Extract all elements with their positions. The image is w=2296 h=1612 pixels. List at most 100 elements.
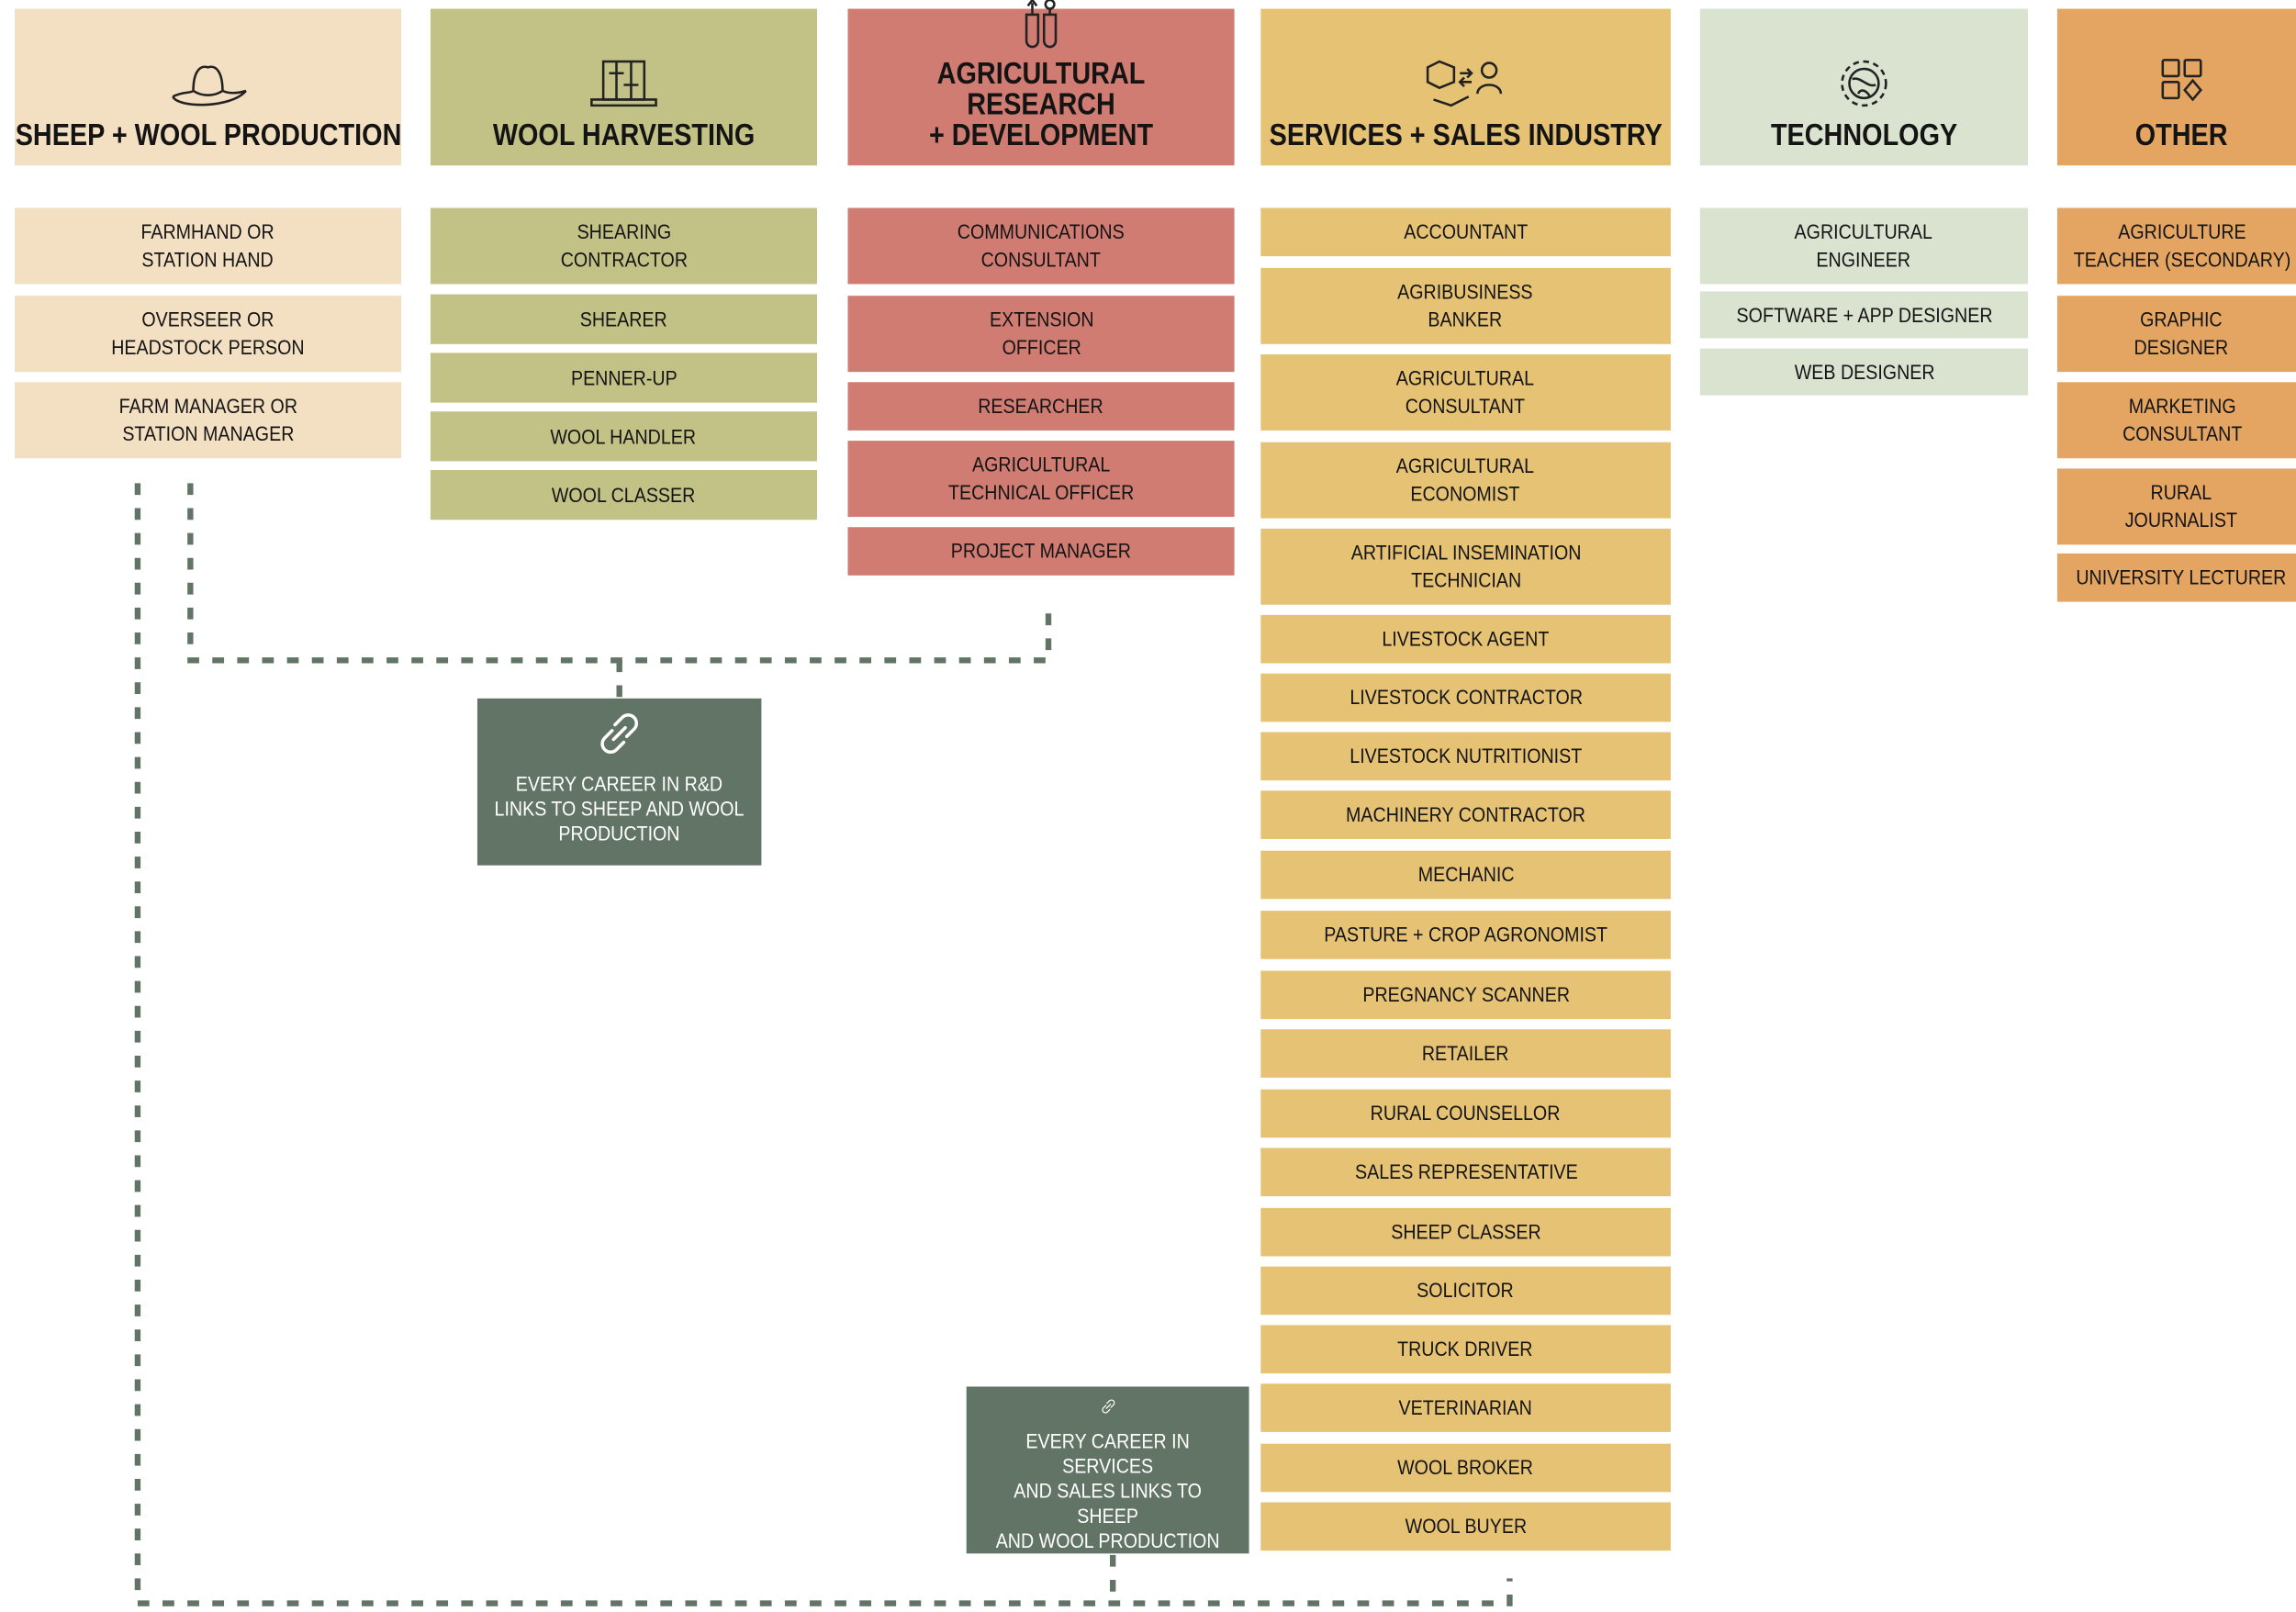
career-label: AGRICULTURAL CONSULTANT <box>1396 365 1535 418</box>
career-item: AGRICULTURAL ECONOMIST <box>1260 442 1671 519</box>
wool-bale-icon <box>580 56 668 112</box>
career-item: WEB DESIGNER <box>1699 348 2029 396</box>
career-item: LIVESTOCK CONTRACTOR <box>1260 673 1671 722</box>
career-item: SHEARER <box>430 294 818 344</box>
career-label: EXTENSION OFFICER <box>989 307 1093 359</box>
career-item: PROJECT MANAGER <box>847 527 1235 576</box>
career-item: GRAPHIC DESIGNER <box>2056 296 2296 373</box>
career-item: RURAL COUNSELLOR <box>1260 1089 1671 1138</box>
career-item: MACHINERY CONTRACTOR <box>1260 790 1671 839</box>
career-item: OVERSEER OR HEADSTOCK PERSON <box>14 296 402 373</box>
career-label: FARM MANAGER OR STATION MANAGER <box>118 394 297 445</box>
career-label: AGRIBUSINESS BANKER <box>1397 279 1534 331</box>
career-item: AGRICULTURAL TECHNICAL OFFICER <box>847 441 1235 518</box>
career-item: UNIVERSITY LECTURER <box>2056 553 2296 602</box>
career-item: RESEARCHER <box>847 382 1235 431</box>
career-item: VETERINARIAN <box>1260 1383 1671 1432</box>
career-label: FARMHAND OR STATION HAND <box>140 219 275 272</box>
career-label: WOOL BROKER <box>1397 1455 1534 1479</box>
career-label: PREGNANCY SCANNER <box>1361 982 1570 1006</box>
career-item: ACCOUNTANT <box>1260 207 1671 257</box>
shapes-grid-icon <box>2138 56 2226 112</box>
career-label: SHEARER <box>579 307 667 330</box>
callout-text: EVERY CAREER IN SERVICES AND SALES LINKS… <box>995 1428 1220 1552</box>
career-item: MARKETING CONSULTANT <box>2056 382 2296 459</box>
career-label: AGRICULTURAL TECHNICAL OFFICER <box>947 452 1135 504</box>
career-label: WOOL CLASSER <box>552 482 696 507</box>
career-label: MECHANIC <box>1417 862 1514 886</box>
gear-globe-icon <box>1820 56 1909 112</box>
header-title: SHEEP + WOOL PRODUCTION <box>15 118 401 152</box>
callout-text: EVERY CAREER IN R&D LINKS TO SHEEP AND W… <box>494 771 745 845</box>
cowboy-hat-icon <box>164 56 252 112</box>
career-label: OVERSEER OR HEADSTOCK PERSON <box>111 307 305 359</box>
career-label: PASTURE + CROP AGRONOMIST <box>1324 922 1608 946</box>
header-agricultural-research: AGRICULTURAL RESEARCH + DEVELOPMENT <box>847 0 1235 166</box>
header-title: OTHER <box>2135 118 2228 152</box>
career-item: TRUCK DRIVER <box>1260 1325 1671 1374</box>
career-label: VETERINARIAN <box>1398 1395 1533 1419</box>
career-label: ACCOUNTANT <box>1404 219 1529 243</box>
callout-services-link: EVERY CAREER IN SERVICES AND SALES LINKS… <box>966 1386 1249 1554</box>
career-label: SHEARING CONTRACTOR <box>560 219 688 272</box>
header-wool-harvesting: WOOL HARVESTING <box>430 8 818 166</box>
career-item: COMMUNICATIONS CONSULTANT <box>847 207 1235 285</box>
career-item: EXTENSION OFFICER <box>847 296 1235 373</box>
career-label: AGRICULTURE TEACHER (SECONDARY) <box>2073 219 2290 272</box>
career-label: RURAL COUNSELLOR <box>1371 1101 1561 1125</box>
career-item: PENNER-UP <box>430 353 818 403</box>
career-label: RESEARCHER <box>978 394 1104 418</box>
career-item: WOOL CLASSER <box>430 469 818 521</box>
career-label: AGRICULTURAL ECONOMIST <box>1396 453 1535 506</box>
career-label: LIVESTOCK AGENT <box>1382 626 1550 651</box>
career-label: MACHINERY CONTRACTOR <box>1346 802 1586 826</box>
callout-rd-link: EVERY CAREER IN R&D LINKS TO SHEEP AND W… <box>476 698 762 866</box>
career-item: SALES REPRESENTATIVE <box>1260 1147 1671 1197</box>
career-item: SHEARING CONTRACTOR <box>430 207 818 285</box>
career-label: RURAL JOURNALIST <box>2125 480 2238 532</box>
career-label: TRUCK DRIVER <box>1397 1337 1534 1360</box>
career-label: SHEEP CLASSER <box>1390 1219 1541 1244</box>
career-item: AGRICULTURE TEACHER (SECONDARY) <box>2056 207 2296 285</box>
header-services-sales: SERVICES + SALES INDUSTRY <box>1260 8 1671 166</box>
career-item: FARMHAND OR STATION HAND <box>14 207 402 285</box>
career-label: RETAILER <box>1422 1041 1509 1065</box>
career-item: LIVESTOCK AGENT <box>1260 614 1671 664</box>
career-item: SOFTWARE + APP DESIGNER <box>1699 291 2029 339</box>
career-item: AGRIBUSINESS BANKER <box>1260 267 1671 344</box>
career-label: COMMUNICATIONS CONSULTANT <box>958 219 1126 272</box>
header-title: AGRICULTURAL RESEARCH + DEVELOPMENT <box>928 57 1154 152</box>
career-item: FARM MANAGER OR STATION MANAGER <box>14 382 402 459</box>
career-item: MECHANIC <box>1260 850 1671 900</box>
link-icon <box>600 713 639 755</box>
career-item: ARTIFICIAL INSEMINATION TECHNICIAN <box>1260 528 1671 605</box>
career-label: WOOL BUYER <box>1405 1514 1527 1538</box>
career-item: LIVESTOCK NUTRITIONIST <box>1260 732 1671 781</box>
career-item: WOOL BROKER <box>1260 1443 1671 1493</box>
career-item: PASTURE + CROP AGRONOMIST <box>1260 911 1671 959</box>
career-label: LIVESTOCK CONTRACTOR <box>1349 685 1583 709</box>
test-tubes-icon <box>997 0 1085 50</box>
career-item: SOLICITOR <box>1260 1266 1671 1315</box>
career-label: MARKETING CONSULTANT <box>2122 394 2242 445</box>
career-item: RURAL JOURNALIST <box>2056 468 2296 545</box>
career-item: WOOL BUYER <box>1260 1502 1671 1551</box>
career-label: GRAPHIC DESIGNER <box>2134 307 2229 359</box>
career-label: PENNER-UP <box>570 364 678 389</box>
header-title: TECHNOLOGY <box>1770 118 1958 152</box>
career-item: AGRICULTURAL CONSULTANT <box>1260 353 1671 431</box>
career-label: SOLICITOR <box>1417 1278 1515 1302</box>
header-technology: TECHNOLOGY <box>1699 8 2029 166</box>
career-label: AGRICULTURAL ENGINEER <box>1795 219 1933 272</box>
career-item: SHEEP CLASSER <box>1260 1207 1671 1257</box>
career-label: ARTIFICIAL INSEMINATION TECHNICIAN <box>1350 540 1581 592</box>
career-label: PROJECT MANAGER <box>950 538 1132 563</box>
career-label: SALES REPRESENTATIVE <box>1354 1159 1577 1183</box>
career-item: RETAILER <box>1260 1029 1671 1078</box>
career-item: PREGNANCY SCANNER <box>1260 970 1671 1020</box>
career-label: UNIVERSITY LECTURER <box>2077 565 2288 589</box>
career-label: WEB DESIGNER <box>1794 359 1934 384</box>
career-item: AGRICULTURAL ENGINEER <box>1699 207 2029 285</box>
